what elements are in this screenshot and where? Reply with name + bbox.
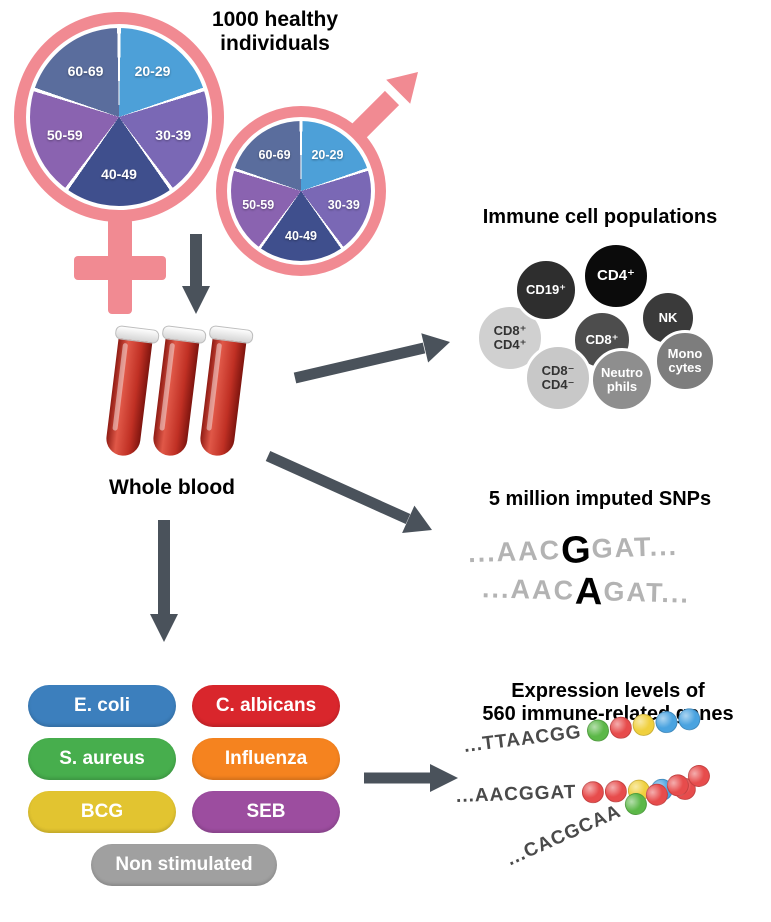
female-symbol-crossbar xyxy=(74,256,166,280)
age-group-label: 40-49 xyxy=(285,229,317,243)
age-group-label: 60-69 xyxy=(67,62,104,79)
blood-tube xyxy=(104,328,154,458)
snp-sequence-suffix: GAT... xyxy=(603,576,691,609)
age-group-label: 20-29 xyxy=(311,147,344,162)
age-group-label: 50-59 xyxy=(46,126,83,143)
blood-tube xyxy=(198,328,248,458)
age-group-label: 60-69 xyxy=(258,147,291,162)
snp-variant-letter: G xyxy=(560,528,593,572)
expression-bead-yellow xyxy=(631,712,657,738)
expression-sequence-text: ...TTAACGG xyxy=(462,721,583,757)
blood-tubes xyxy=(104,328,262,470)
male-symbol-arrow xyxy=(348,72,418,138)
expression-bead-blue xyxy=(654,709,680,735)
snp-sequence-prefix: ...AAC xyxy=(481,573,576,606)
arrow-down-to-blood xyxy=(182,234,210,314)
immune-cell-circle: CD4⁺ xyxy=(582,242,650,310)
age-group-label: 20-29 xyxy=(134,62,171,79)
age-group-label: 30-39 xyxy=(327,197,360,212)
whole-blood-label: Whole blood xyxy=(109,476,235,499)
stimulation-pill: Non stimulated xyxy=(91,844,277,886)
arrow-to-immune-cells xyxy=(293,333,450,384)
stimulation-pill: C. albicans xyxy=(192,685,340,727)
expression-bead-red xyxy=(608,715,634,740)
arrow-to-expression xyxy=(364,764,458,792)
snp-sequences: ...AACGGAT......AACAGAT... xyxy=(468,529,769,615)
snp-sequence-suffix: GAT... xyxy=(591,530,679,564)
snp-sequence: ...AACAGAT... xyxy=(482,570,769,615)
male-pie: 20-29 30-39 40-49 50-59 60-69 xyxy=(231,121,371,261)
female-pie: 20-29 30-39 40-49 50-59 60-69 xyxy=(30,28,208,206)
blood-tube xyxy=(151,328,201,458)
age-group-label: 40-49 xyxy=(101,166,137,182)
figure-title: 1000 healthy individuals xyxy=(211,8,339,56)
expression-sequence-text: ...CACGCAA xyxy=(503,800,625,871)
expression-sequence-text: ...AACGGAT xyxy=(455,781,577,807)
immune-cells-heading: Immune cell populations xyxy=(482,206,718,228)
stimulation-pill: Influenza xyxy=(192,738,340,780)
immune-cell-circle: CD8⁻ CD4⁻ xyxy=(524,344,592,412)
age-group-label: 50-59 xyxy=(242,197,275,212)
snps-heading: 5 million imputed SNPs xyxy=(488,488,712,510)
stimulation-pill: BCG xyxy=(28,791,176,833)
stimulation-pill: S. aureus xyxy=(28,738,176,780)
expression-bead-red xyxy=(582,780,605,804)
expression-bead-blue xyxy=(677,707,702,732)
snp-sequence-prefix: ...AAC xyxy=(467,534,562,569)
immune-cell-circle: Neutro phils xyxy=(590,348,654,412)
immune-cell-circle: CD19⁺ xyxy=(514,258,578,322)
expression-sequence: ...CACGCAA xyxy=(504,761,714,871)
age-group-label: 30-39 xyxy=(155,126,192,143)
snp-sequence: ...AACGGAT... xyxy=(467,525,768,573)
stimulation-pill: E. coli xyxy=(28,685,176,727)
expression-bead-green xyxy=(586,718,611,743)
stimulation-pill: SEB xyxy=(192,791,340,833)
snp-variant-letter: A xyxy=(574,570,605,614)
arrow-down-to-stimulations xyxy=(150,520,178,642)
immune-cell-circle: Mono cytes xyxy=(654,330,716,392)
arrow-to-snps xyxy=(265,450,432,533)
